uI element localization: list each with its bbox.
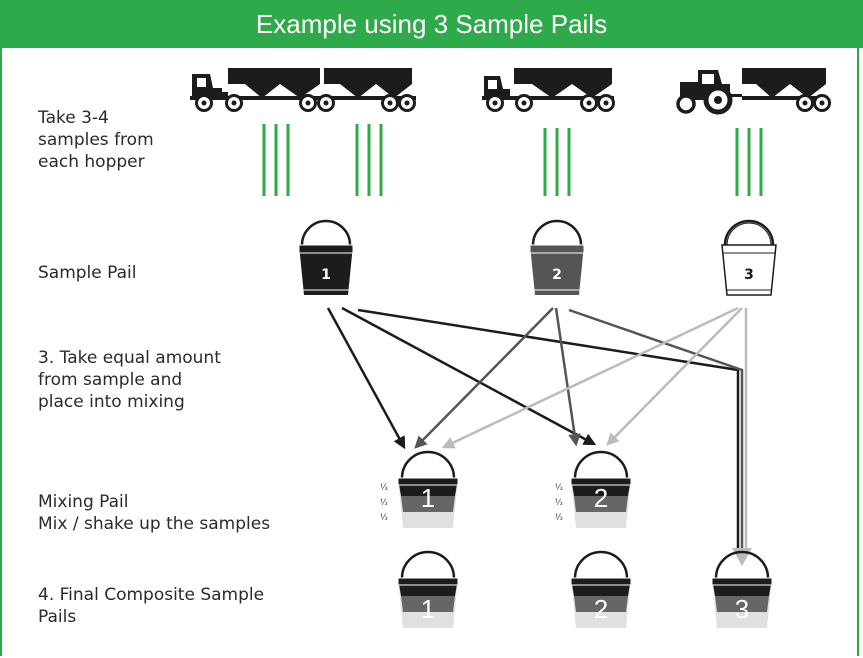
final-pail-2: 2 [570,550,632,628]
arrows-pail-1 [326,306,740,552]
sample-pail-2-number: 2 [552,267,562,283]
mixing-pail-1-fraction-2: ⅓ [380,498,388,507]
sample-pail-label: Sample Pail [38,263,137,283]
sample-pail-2: 2 [529,219,585,295]
sample-pail-3-number: 3 [744,267,754,283]
mixing-pail-2-fraction-1: ⅓ [555,483,563,492]
mixing-pail-1-fraction-1: ⅓ [380,483,388,492]
arrows-pail-3 [441,306,748,552]
truck-hopper-icon [482,68,615,112]
mixing-pail-2-fraction-3: ⅓ [555,513,563,522]
take-samples-label: Take 3-4 samples from each hopper [38,108,154,172]
final-pail-1-number: 1 [421,594,435,624]
mixing-pail-2-fraction-2: ⅓ [555,498,563,507]
mixing-pail-1-number: 1 [421,483,435,513]
title-banner: Example using 3 Sample Pails [0,0,863,48]
sample-lines [262,124,763,196]
sample-pail-3: 3 [721,219,777,296]
final-pail-2-number: 2 [594,594,608,624]
sample-pail-1: 1 [298,219,354,295]
semi-truck-double-hopper-icon [190,68,416,112]
final-pail-3-number: 3 [735,594,749,624]
tractor-hopper-icon [676,68,831,115]
mixing-pail-2: 2 ⅓ ⅓ ⅓ [555,450,632,528]
final-pail-1: 1 [397,550,459,628]
mixing-pail-2-number: 2 [594,483,608,513]
arrows-pail-2 [414,307,744,552]
take-equal-label: 3. Take equal amount from sample and pla… [38,348,221,412]
arrowhead-final-3 [732,548,752,566]
mixing-pail-1: 1 ⅓ ⅓ ⅓ [380,450,459,528]
sample-pail-1-number: 1 [321,267,331,283]
final-pail-3: 3 [711,550,773,628]
final-composite-label: 4. Final Composite Sample Pails [38,585,265,627]
mixing-pail-1-fraction-3: ⅓ [380,513,388,522]
mixing-pail-label: Mixing Pail Mix / shake up the samples [38,492,271,534]
